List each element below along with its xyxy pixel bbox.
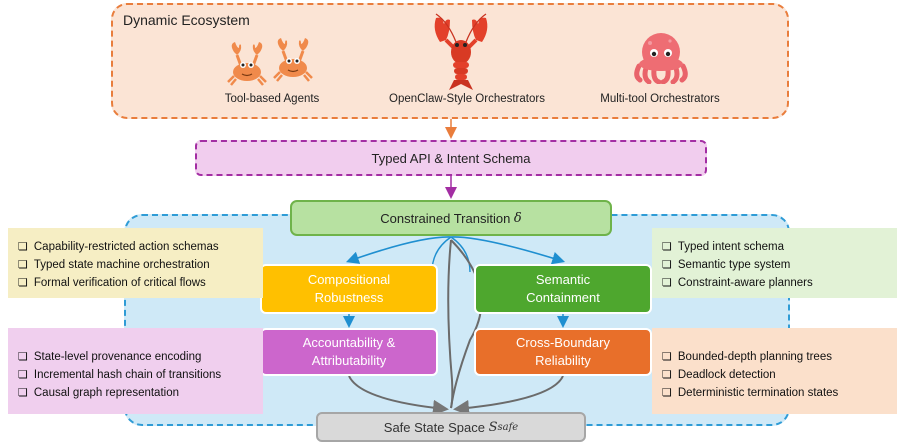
constrained-transition-box: Constrained Transition δ <box>290 200 612 236</box>
list-item: Capability-restricted action schemas <box>18 238 255 256</box>
list-item: Constraint-aware planners <box>662 274 889 292</box>
agent-label-openclaw: OpenClaw-Style Orchestrators <box>389 93 545 105</box>
note-compositional-techniques: Capability-restricted action schemas Typ… <box>8 228 263 298</box>
transition-symbol: δ <box>513 210 522 226</box>
semantic-line-2: Containment <box>526 290 600 305</box>
compositional-robustness-box: Compositional Robustness <box>260 264 438 314</box>
accountability-line-2: Attributability <box>311 353 387 368</box>
crab-icon <box>227 38 314 86</box>
list-item: Causal graph representation <box>18 384 255 402</box>
agent-label-multi-tool: Multi-tool Orchestrators <box>600 93 720 105</box>
safe-state-space-box: Safe State Space S safe <box>316 412 586 442</box>
accountability-line-1: Accountability & <box>302 335 396 350</box>
transition-label: Constrained Transition <box>380 210 514 226</box>
safe-subscript: safe <box>497 421 519 433</box>
list-item: Typed intent schema <box>662 238 889 256</box>
safe-label: Safe State Space <box>383 419 489 435</box>
cross-boundary-reliability-box: Cross-Boundary Reliability <box>474 328 652 376</box>
note-accountability-techniques: State-level provenance encoding Incremen… <box>8 328 263 414</box>
typed-api-intent-schema: Typed API & Intent Schema <box>195 140 707 176</box>
octopus-icon <box>634 33 688 84</box>
compositional-line-1: Compositional <box>307 272 391 287</box>
ecosystem-title: Dynamic Ecosystem <box>123 12 250 28</box>
cross-boundary-line-1: Cross-Boundary <box>516 335 610 350</box>
list-item: Formal verification of critical flows <box>18 274 255 292</box>
lobster-icon <box>434 13 488 90</box>
list-item: Typed state machine orchestration <box>18 256 255 274</box>
list-item: Incremental hash chain of transitions <box>18 366 255 384</box>
list-item: Deterministic termination states <box>662 384 889 402</box>
list-item: Bounded-depth planning trees <box>662 348 889 366</box>
cross-boundary-line-2: Reliability <box>535 353 591 368</box>
list-item: State-level provenance encoding <box>18 348 255 366</box>
safe-symbol: S <box>488 419 498 435</box>
compositional-line-2: Robustness <box>314 290 384 305</box>
semantic-line-1: Semantic <box>535 272 591 287</box>
note-semantic-techniques: Typed intent schema Semantic type system… <box>652 228 897 298</box>
accountability-attributability-box: Accountability & Attributability <box>260 328 438 376</box>
semantic-containment-box: Semantic Containment <box>474 264 652 314</box>
list-item: Semantic type system <box>662 256 889 274</box>
note-cross-boundary-techniques: Bounded-depth planning trees Deadlock de… <box>652 328 897 414</box>
list-item: Deadlock detection <box>662 366 889 384</box>
agent-label-tool-based: Tool-based Agents <box>224 93 320 105</box>
